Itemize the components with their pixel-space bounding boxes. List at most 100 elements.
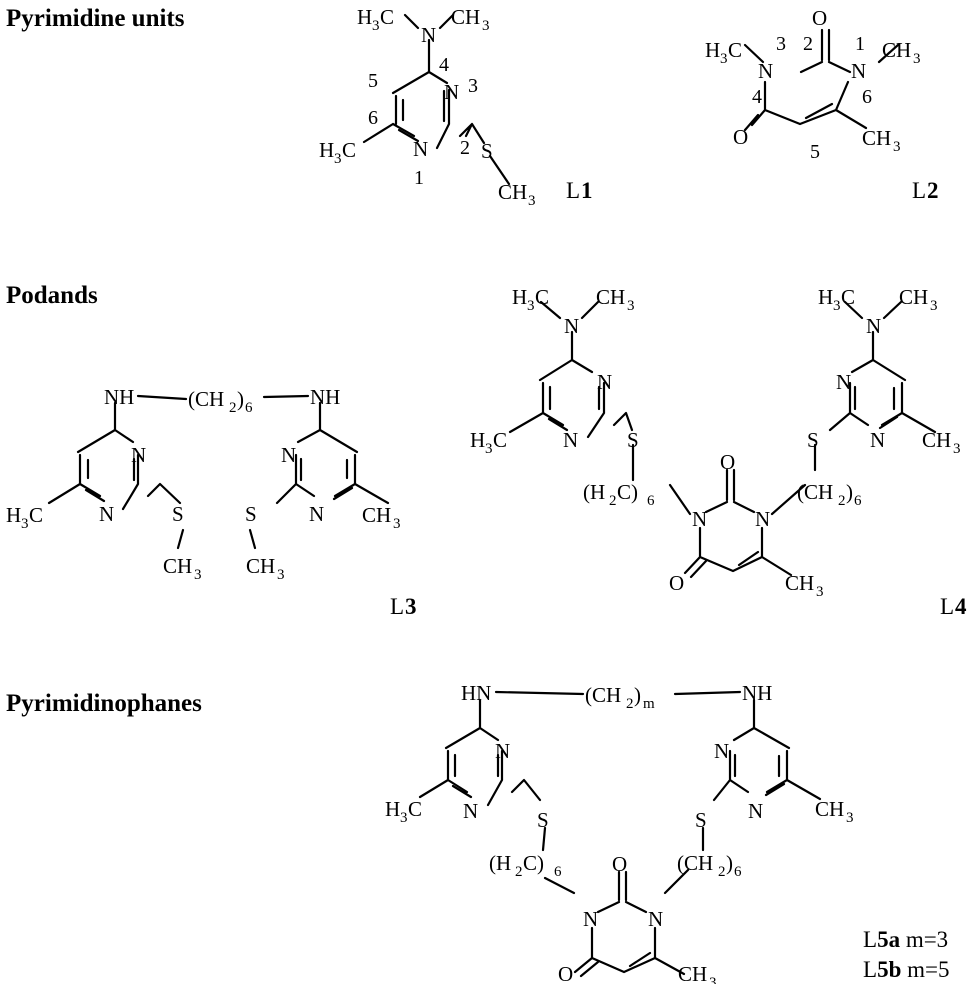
atom-label: H <box>319 138 334 162</box>
atom-label: CH <box>451 5 480 29</box>
atom-label: H <box>357 5 372 29</box>
label-L1-prefix: L <box>566 178 580 203</box>
atom-S: S <box>245 502 257 526</box>
atom-O: O <box>669 571 684 595</box>
atom-N: N <box>692 507 707 531</box>
atom-N: N <box>758 59 773 83</box>
atom-sub: 3 <box>21 516 29 532</box>
chain-label: (CH <box>797 480 833 504</box>
heading-podands: Podands <box>6 282 98 309</box>
atom-label: H <box>818 285 833 309</box>
atom-N: N <box>564 314 579 338</box>
atom-N: N <box>99 502 114 526</box>
ring-number: 1 <box>414 167 424 189</box>
chain-label: (CH <box>585 683 621 707</box>
molecule-L1: H 3 C N CH 3 N N S H 3 C CH 3 4 5 3 6 2 … <box>319 5 593 209</box>
atom-O: O <box>733 125 748 149</box>
atom-sub: 3 <box>913 51 921 67</box>
atom-sub: 3 <box>627 298 635 314</box>
atom-NH: NH <box>742 681 772 705</box>
molecule-L3: NH NH (CH 2 ) 6 N N S H 3 C CH 3 N N S C… <box>6 385 417 619</box>
label-L3-bold: 3 <box>405 594 417 619</box>
atom-S: S <box>695 808 707 832</box>
label-L5a-prefix: L <box>863 927 877 952</box>
ring-number: 3 <box>776 33 786 55</box>
label-L4-bold: 4 <box>955 594 967 619</box>
atom-N: N <box>851 59 866 83</box>
chain-label: (CH <box>188 387 224 411</box>
atom-label: C <box>408 797 422 821</box>
atom-label: CH <box>678 962 707 984</box>
atom-sub: 3 <box>485 441 493 457</box>
atom-O: O <box>612 852 627 876</box>
atom-sub: 3 <box>816 584 824 600</box>
label-L1-bold: 1 <box>581 178 593 203</box>
chain-label: ) <box>634 683 641 707</box>
atom-N: N <box>421 23 436 47</box>
atom-S: S <box>537 808 549 832</box>
atom-sub: 3 <box>194 567 202 583</box>
label-L5b: L5b m=5 <box>863 957 949 982</box>
atom-label: CH <box>862 126 891 150</box>
ring-number: 6 <box>368 107 378 129</box>
atom-S: S <box>627 428 639 452</box>
atom-sub: 3 <box>334 151 342 167</box>
chain-label: (H <box>583 480 605 504</box>
atom-sub: 3 <box>953 441 961 457</box>
chain-sub: 2 <box>515 864 523 880</box>
label-L5b-suffix: m=5 <box>901 957 949 982</box>
atom-N: N <box>597 370 612 394</box>
atom-N: N <box>648 907 663 931</box>
molecule-L2: O N N O H 3 C CH 3 CH 3 3 2 1 4 6 5 L 2 <box>705 6 939 203</box>
atom-label: H <box>6 503 21 527</box>
chain-label: ) <box>237 387 244 411</box>
atom-N: N <box>748 799 763 823</box>
atom-label: C <box>29 503 43 527</box>
atom-label: C <box>493 428 507 452</box>
atom-label: CH <box>596 285 625 309</box>
chain-sub: m <box>643 696 655 712</box>
label-L5a: L5a m=3 <box>863 927 948 952</box>
chain-sub: 2 <box>229 400 237 416</box>
chain-sub: 2 <box>838 493 846 509</box>
label-L4-prefix: L <box>940 594 954 619</box>
atom-sub: 3 <box>720 51 728 67</box>
atom-N: N <box>836 370 851 394</box>
chain-label: (CH <box>677 851 713 875</box>
atom-O: O <box>558 962 573 984</box>
label-L5a-bold: 5a <box>877 927 901 952</box>
chain-sub: 2 <box>718 864 726 880</box>
atom-label: H <box>385 797 400 821</box>
atom-sub: 3 <box>846 810 854 826</box>
atom-label: CH <box>246 554 275 578</box>
atom-N: N <box>309 502 324 526</box>
atom-S: S <box>172 502 184 526</box>
atom-label: C <box>841 285 855 309</box>
atom-N: N <box>131 443 146 467</box>
ring-number: 4 <box>439 54 449 76</box>
atom-N: N <box>495 739 510 763</box>
atom-N: N <box>413 137 428 161</box>
ring-number: 3 <box>468 75 478 97</box>
atom-label: C <box>535 285 549 309</box>
heading-pyrimidine-units: Pyrimidine units <box>6 5 185 32</box>
atom-N: N <box>866 314 881 338</box>
atom-N: N <box>281 443 296 467</box>
atom-sub: 3 <box>393 516 401 532</box>
chain-sub: 6 <box>647 493 655 509</box>
label-L5b-bold: 5b <box>877 957 901 982</box>
atom-label: CH <box>815 797 844 821</box>
atom-sub: 3 <box>372 18 380 34</box>
atom-sub: 3 <box>528 193 536 209</box>
atom-sub: 3 <box>709 975 717 984</box>
chain-sub: 6 <box>245 400 253 416</box>
label-L5b-prefix: L <box>863 957 877 982</box>
ring-number: 1 <box>855 33 865 55</box>
atom-sub: 3 <box>482 18 490 34</box>
atom-sub: 3 <box>400 810 408 826</box>
atom-label: C <box>380 5 394 29</box>
atom-label: H <box>705 38 720 62</box>
chain-label: (H <box>489 851 511 875</box>
atom-N: N <box>463 799 478 823</box>
